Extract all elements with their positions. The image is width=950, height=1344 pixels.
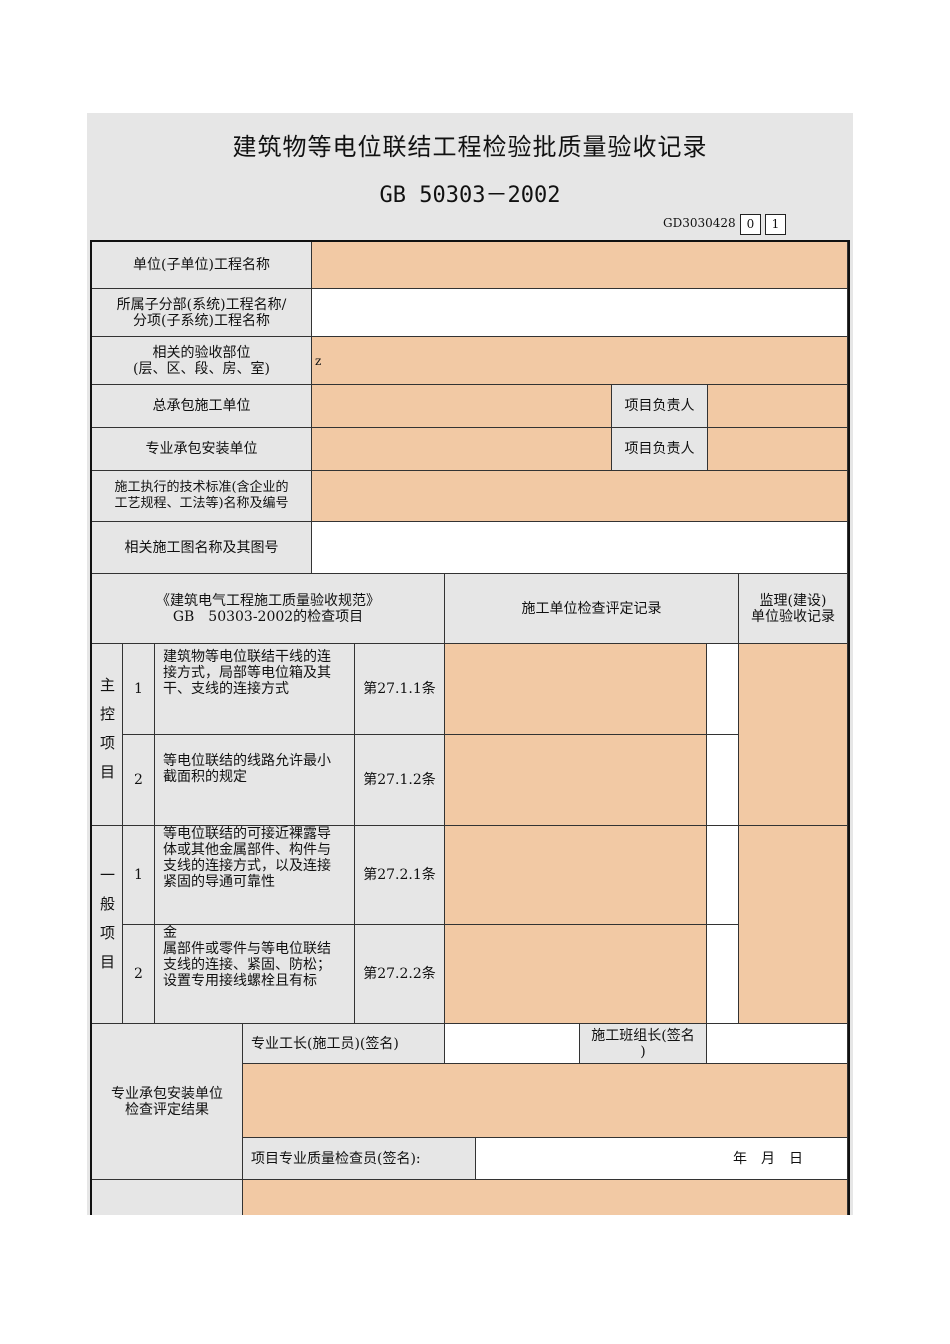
code-box-1[interactable]: 0 — [740, 214, 761, 235]
location-field[interactable]: z — [312, 337, 848, 385]
general-item-record[interactable] — [445, 826, 707, 925]
main-item-text: 等电位联结的线路允许最小 截面积的规定 — [155, 735, 355, 826]
project-manager-field-2[interactable] — [708, 428, 848, 471]
project-manager-label-2: 项目负责人 — [612, 428, 708, 471]
main-item-mark[interactable] — [707, 644, 739, 735]
supervision-result-label — [92, 1180, 243, 1215]
general-item-mark[interactable] — [707, 826, 739, 925]
general-item-text: 金 属部件或零件与等电位联结 支线的连接、紧固、防松； 设置专用接线螺栓且有标 — [155, 925, 355, 1024]
technical-standard-label: 施工执行的技术标准(含企业的 工艺规程、工法等)名称及编号 — [92, 471, 312, 522]
general-contractor-field[interactable] — [312, 385, 612, 428]
unit-project-field[interactable] — [312, 242, 848, 289]
general-item-no: 2 — [123, 925, 155, 1024]
form-code: GD3030428 — [663, 216, 736, 230]
technical-standard-field[interactable] — [312, 471, 848, 522]
project-manager-label-1: 项目负责人 — [612, 385, 708, 428]
main-item-clause: 第27.1.1条 — [355, 644, 445, 735]
spec-header: 《建筑电气工程施工质量验收规范》 GB 50303-2002的检查项目 — [92, 574, 445, 644]
general-item-clause: 第27.2.1条 — [355, 826, 445, 925]
inspector-label: 项目专业质量检查员(签名): — [243, 1138, 476, 1180]
main-item-no: 2 — [123, 735, 155, 826]
form-sheet: 建筑物等电位联结工程检验批质量验收记录 GB 50303－2002 GD3030… — [87, 113, 853, 1215]
general-item-text: 等电位联结的可接近裸露导 体或其他金属部件、构件与 支线的连接方式，以及连接 紧… — [155, 826, 355, 925]
main-control-group: 主控项目 — [92, 644, 123, 826]
main-item-clause: 第27.1.2条 — [355, 735, 445, 826]
main-item-record[interactable] — [445, 735, 707, 826]
code-box-2[interactable]: 1 — [765, 214, 786, 235]
general-item-mark[interactable] — [707, 925, 739, 1024]
project-manager-field-1[interactable] — [708, 385, 848, 428]
general-group: 一般项目 — [92, 826, 123, 1024]
construction-record-header: 施工单位检查评定记录 — [445, 574, 739, 644]
general-contractor-label: 总承包施工单位 — [92, 385, 312, 428]
general-item-record[interactable] — [445, 925, 707, 1024]
general-item-clause: 第27.2.2条 — [355, 925, 445, 1024]
main-supervision-record[interactable] — [739, 644, 848, 826]
subdivision-field[interactable] — [312, 289, 848, 337]
main-item-mark[interactable] — [707, 735, 739, 826]
team-leader-label: 施工班组长(签名 ) — [580, 1024, 707, 1064]
subdivision-label: 所属子分部(系统)工程名称/ 分项(子系统)工程名称 — [92, 289, 312, 337]
supervision-header: 监理(建设) 单位验收记录 — [739, 574, 848, 644]
standard-number: GB 50303－2002 — [379, 183, 561, 208]
drawing-field[interactable] — [312, 522, 848, 574]
result-label: 专业承包安装单位 检查评定结果 — [92, 1024, 243, 1180]
foreman-label: 专业工长(施工员)(签名) — [243, 1024, 445, 1064]
team-leader-signature[interactable] — [707, 1024, 848, 1064]
inspector-date[interactable]: 年 月 日 — [476, 1138, 848, 1180]
form-table: 单位(子单位)工程名称 所属子分部(系统)工程名称/ 分项(子系统)工程名称 相… — [90, 240, 850, 1215]
result-field[interactable] — [243, 1064, 848, 1138]
general-supervision-record[interactable] — [739, 826, 848, 1024]
main-item-record[interactable] — [445, 644, 707, 735]
form-title: 建筑物等电位联结工程检验批质量验收记录 — [232, 133, 708, 161]
main-item-no: 1 — [123, 644, 155, 735]
sub-contractor-field[interactable] — [312, 428, 612, 471]
drawing-label: 相关施工图名称及其图号 — [92, 522, 312, 574]
main-item-text: 建筑物等电位联结干线的连 接方式，局部等电位箱及其 干、支线的连接方式 — [155, 644, 355, 735]
unit-project-label: 单位(子单位)工程名称 — [92, 242, 312, 289]
foreman-signature[interactable] — [445, 1024, 580, 1064]
sub-contractor-label: 专业承包安装单位 — [92, 428, 312, 471]
location-label: 相关的验收部位 (层、区、段、房、室) — [92, 337, 312, 385]
supervision-result-field[interactable] — [243, 1180, 848, 1215]
general-item-no: 1 — [123, 826, 155, 925]
